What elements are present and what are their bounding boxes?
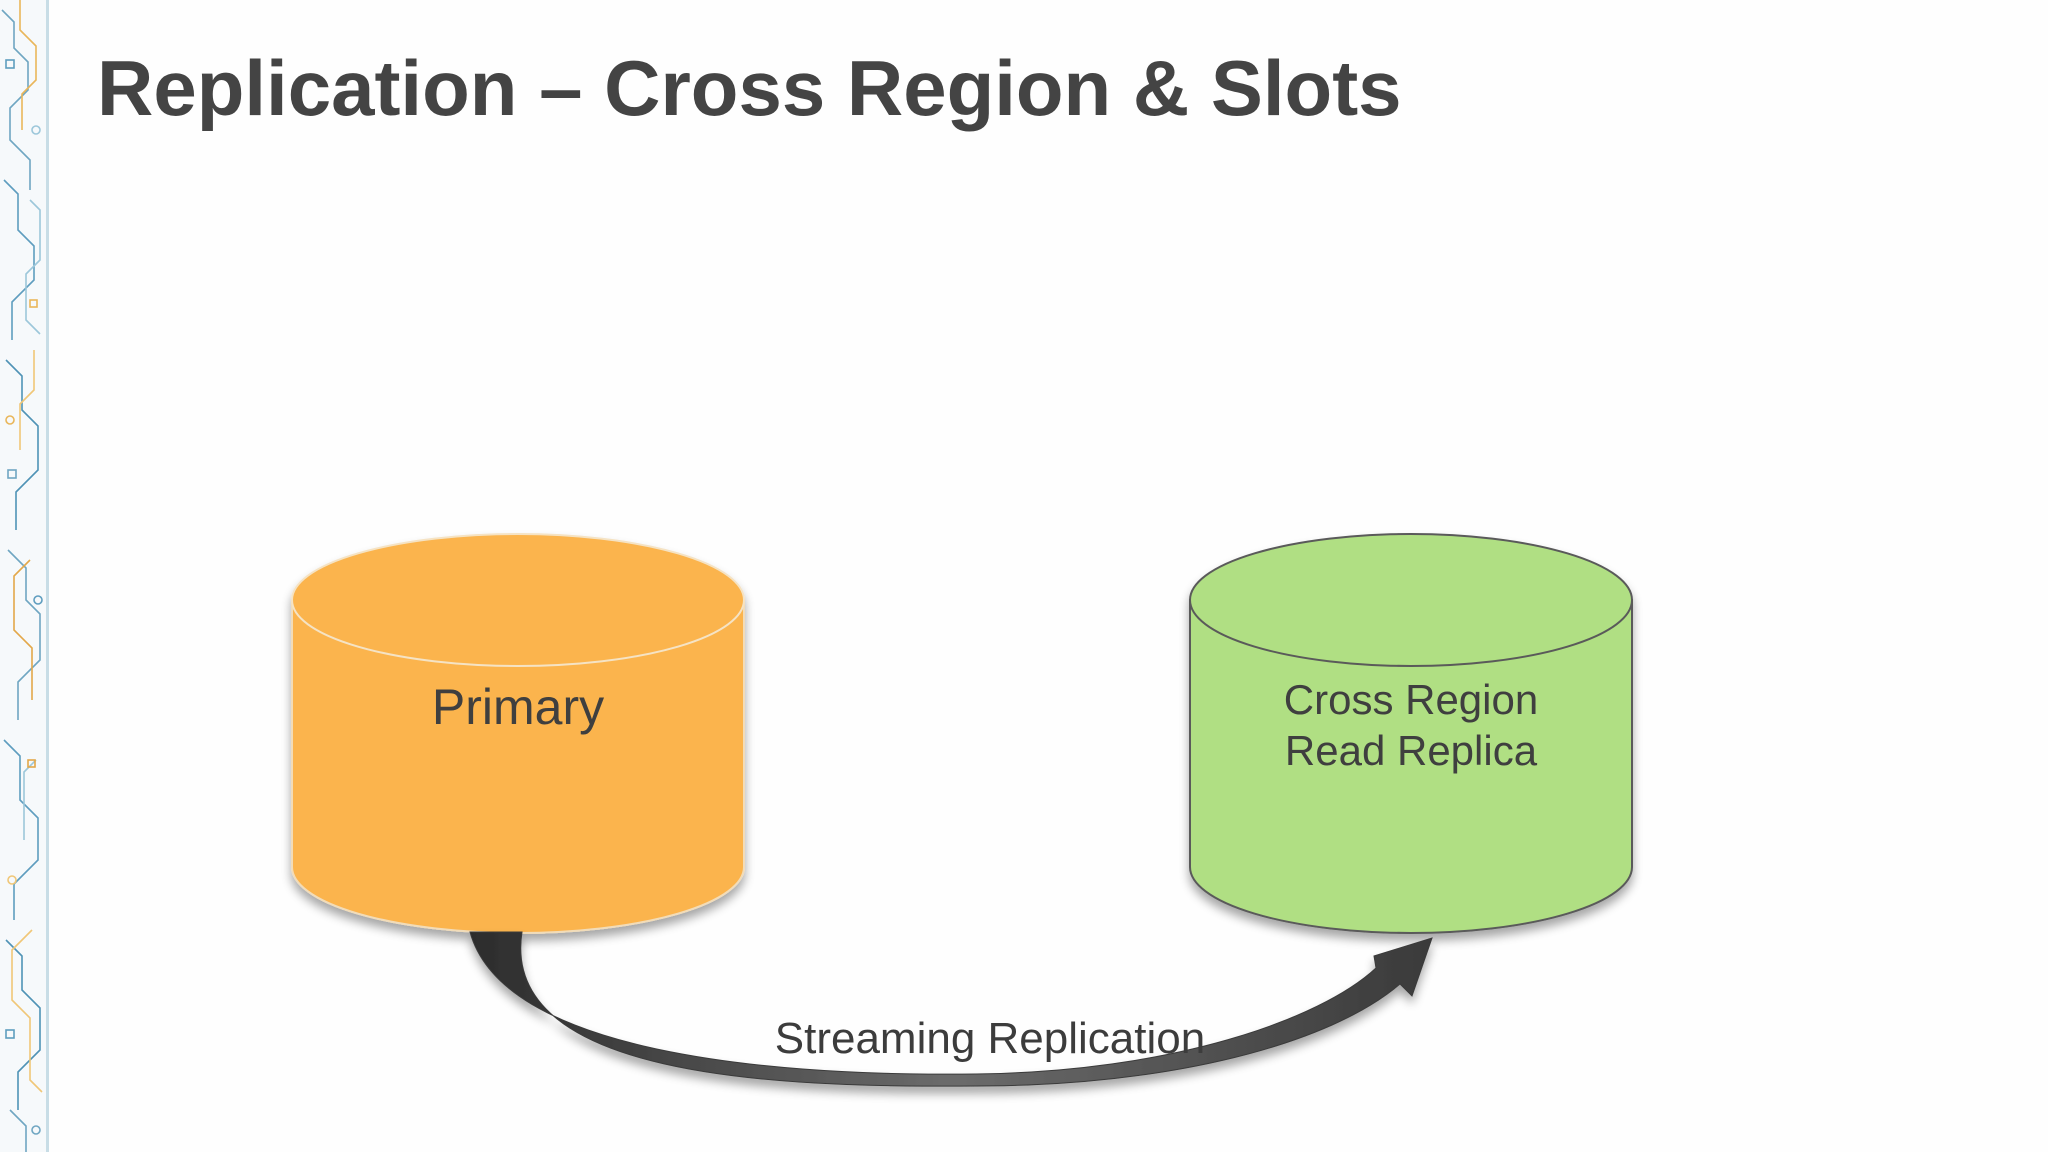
decorative-side-pattern [0, 0, 48, 1152]
slide-title: Replication – Cross Region & Slots [97, 44, 1402, 132]
replica-label: Cross Region Read Replica [1190, 674, 1632, 776]
replica-label-line-2: Read Replica [1284, 727, 1538, 774]
replication-arrow-icon [469, 931, 1433, 1087]
side-divider [46, 0, 49, 1152]
primary-label: Primary [431, 679, 605, 735]
streaming-replication-label: Streaming Replication [774, 1014, 1206, 1063]
replica-database-icon [1189, 533, 1633, 934]
circuit-pattern-icon [1, 0, 43, 1152]
replica-label-line-1: Cross Region [1283, 676, 1539, 723]
primary-database-icon [291, 533, 745, 934]
